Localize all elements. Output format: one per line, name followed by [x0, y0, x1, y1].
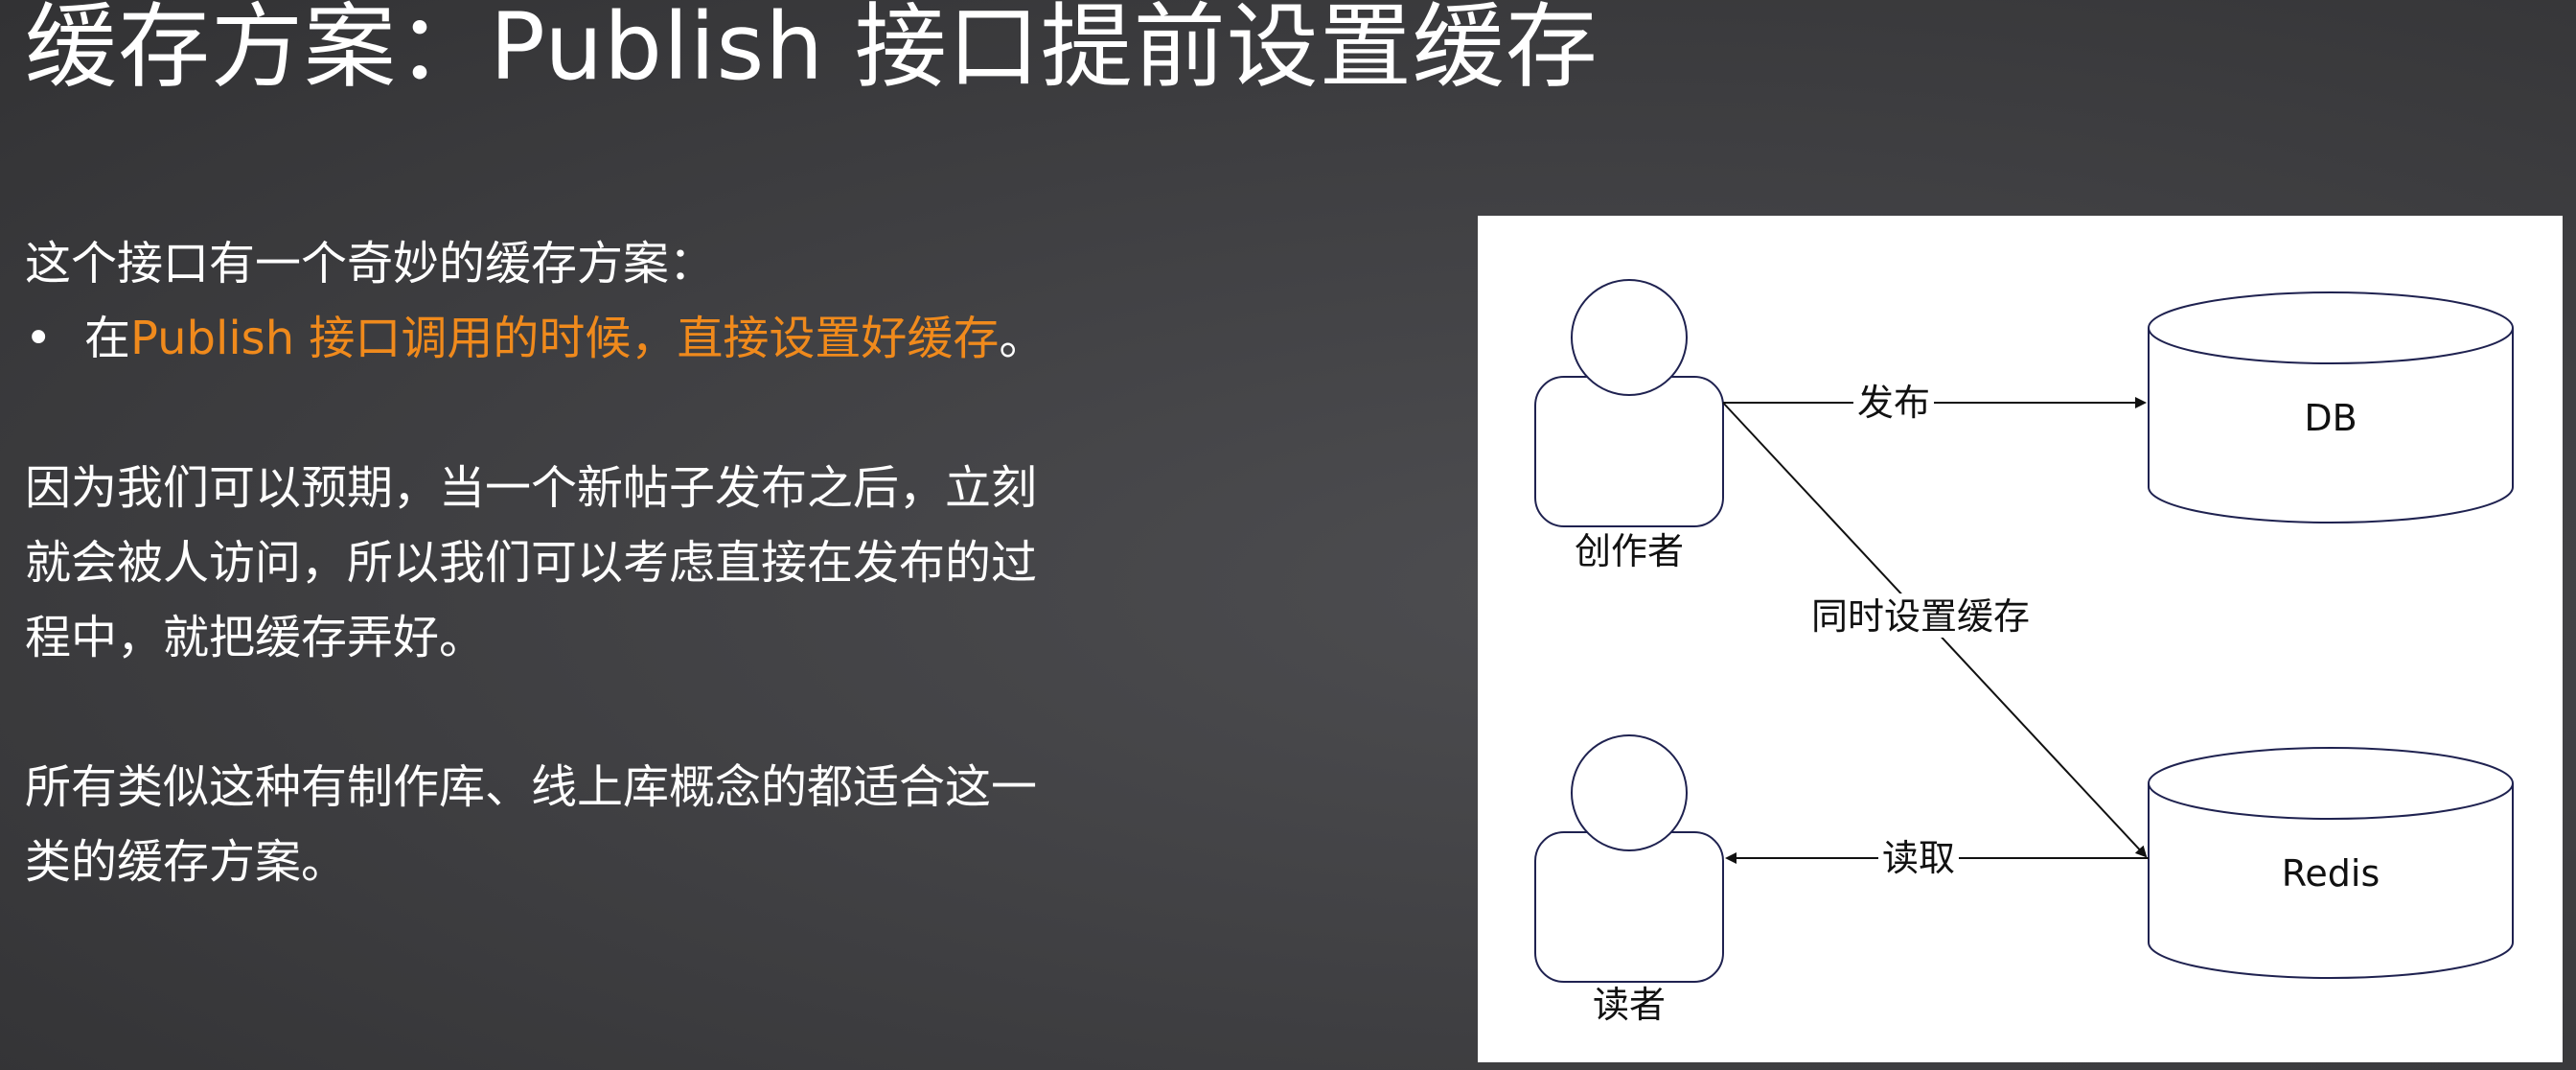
- redis-cylinder-body: [2148, 783, 2514, 979]
- db-cylinder-top: [2148, 291, 2514, 364]
- set-cache-label: 同时设置缓存: [1811, 595, 2030, 638]
- bullet-highlight: Publish 接口调用的时候，直接设置好缓存: [130, 312, 1000, 365]
- publish-label-bg: [1853, 381, 1934, 425]
- para2-line-2: 就会被人访问，所以我们可以考虑直接在发布的过: [25, 536, 1038, 590]
- bullet-marker: •: [25, 312, 53, 365]
- redis-cylinder-top: [2148, 747, 2514, 820]
- author-head: [1571, 279, 1688, 396]
- author-actor: [1534, 279, 1724, 527]
- para2-line-1: 因为我们可以预期，当一个新帖子发布之后，立刻: [25, 461, 1038, 515]
- reader-label: 读者: [1593, 984, 1666, 1026]
- set-cache-label-bg: [1807, 593, 2034, 638]
- publish-label: 发布: [1857, 382, 1930, 424]
- author-label: 创作者: [1575, 530, 1684, 572]
- db-label: DB: [2304, 397, 2357, 439]
- paragraph-gap: [25, 376, 1156, 451]
- reader-body: [1534, 831, 1724, 983]
- read-label-bg: [1878, 836, 1959, 880]
- db-cylinder-body: [2148, 328, 2514, 523]
- paragraph-gap: [25, 675, 1156, 750]
- body-text: 这个接口有一个奇妙的缓存方案： • 在 Publish 接口调用的时候，直接设置…: [25, 226, 1156, 899]
- slide-title: 缓存方案：Publish 接口提前设置缓存: [25, 0, 1598, 101]
- bullet-prefix: 在: [84, 312, 131, 365]
- para3-line-2: 类的缓存方案。: [25, 835, 348, 889]
- intro-line: 这个接口有一个奇妙的缓存方案：: [25, 237, 716, 291]
- reader-actor: [1534, 734, 1724, 983]
- reader-head: [1571, 734, 1688, 851]
- author-body: [1534, 376, 1724, 527]
- bullet-suffix: 。: [999, 312, 1046, 365]
- cache-diagram: 创作者 读者 DB Redis 发布 同时设置缓存 读取: [1478, 216, 2563, 1062]
- para3-line-1: 所有类似这种有制作库、线上库概念的都适合这一: [25, 760, 1038, 814]
- diagram-canvas: 创作者 读者 DB Redis 发布 同时设置缓存 读取: [1534, 279, 2514, 1026]
- redis-label: Redis: [2282, 852, 2380, 895]
- redis-cylinder: [2148, 747, 2514, 979]
- para2-line-3: 程中，就把缓存弄好。: [25, 611, 486, 664]
- read-label: 读取: [1882, 837, 1955, 879]
- db-cylinder: [2148, 291, 2514, 523]
- bullet-item: • 在 Publish 接口调用的时候，直接设置好缓存 。: [25, 301, 1156, 376]
